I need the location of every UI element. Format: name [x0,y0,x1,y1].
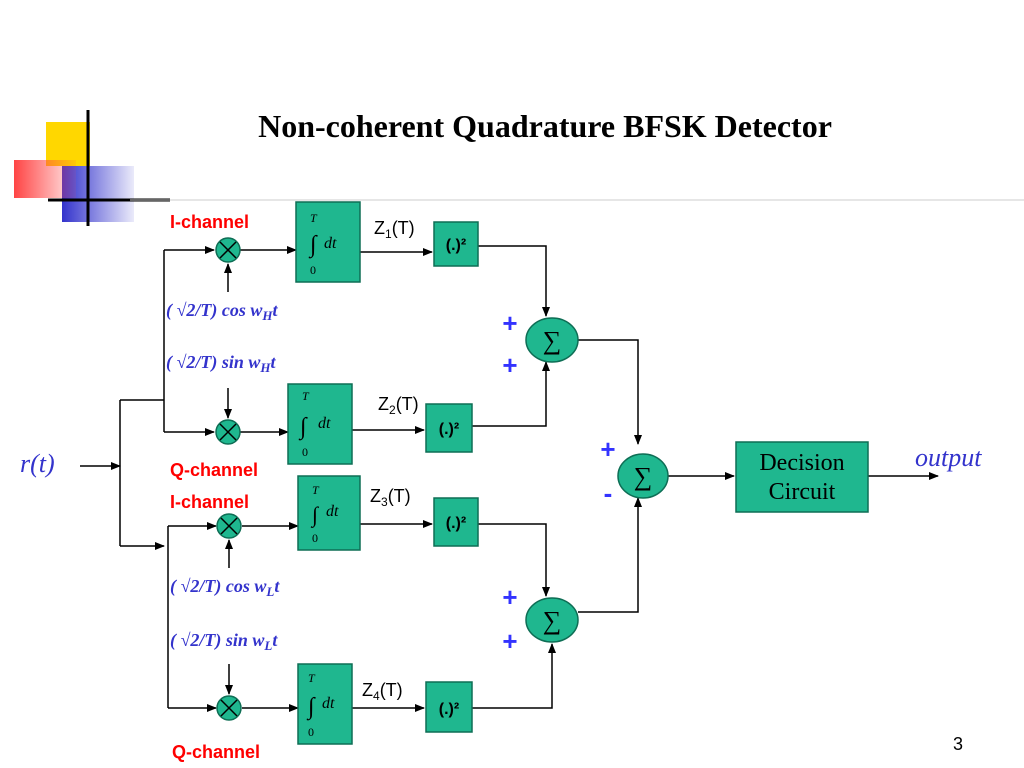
svg-text:0: 0 [310,263,316,277]
sign-summer-high-top: + [502,308,517,338]
z3-label: Z3(T) [370,486,411,509]
summer-high: ∑ [525,317,579,363]
corner-decoration [14,110,1024,226]
sigma-icon: ∑ [543,606,562,635]
carrier-cos-low: ( √2/T) cos wLt [170,576,280,599]
mixer-i-high [215,237,241,263]
input-signal-label: r(t) [20,449,55,478]
sign-summer-high-bottom: + [502,350,517,380]
page-title: Non-coherent Quadrature BFSK Detector [258,108,832,144]
decision-circuit: Decision Circuit [735,441,869,513]
svg-text:(.)²: (.)² [446,515,466,532]
squarer-3: (.)² [433,497,479,547]
z4-label: Z4(T) [362,680,403,703]
svg-text:Circuit: Circuit [769,479,836,505]
sigma-icon: ∑ [634,462,653,491]
integrator-4: T ∫ dt 0 [297,663,353,745]
carrier-sin-high: ( √2/T) sin wHt [166,352,277,375]
svg-text:T: T [308,671,316,685]
mixer-i-low [216,513,242,539]
svg-text:T: T [310,211,318,225]
integrator-1: T ∫ dt 0 [295,201,361,283]
integral-icon: ∫ [308,232,318,259]
sign-summer-low-bottom: + [502,626,517,656]
integral-icon: ∫ [298,414,308,441]
sign-summer-low-top: + [502,582,517,612]
squarer-1: (.)² [433,221,479,267]
svg-text:0: 0 [312,531,318,545]
squarer-4: (.)² [425,681,473,733]
svg-text:0: 0 [302,445,308,459]
svg-text:dt: dt [318,415,331,432]
svg-text:(.)²: (.)² [439,421,459,438]
z1-label: Z1(T) [374,218,415,241]
svg-text:Decision: Decision [759,450,844,476]
sign-summer-final-top: + [600,434,615,464]
summer-low: ∑ [525,597,579,643]
svg-text:T: T [312,483,320,497]
svg-text:dt: dt [322,695,335,712]
q-channel-label-high: Q-channel [170,460,258,480]
z2-label: Z2(T) [378,394,419,417]
i-channel-label-high: I-channel [170,212,249,232]
svg-text:dt: dt [326,503,339,520]
mixer-q-low [216,695,242,721]
svg-text:0: 0 [308,725,314,739]
svg-text:dt: dt [324,235,337,252]
integral-icon: ∫ [310,502,320,528]
sign-summer-final-bottom: - [604,478,613,508]
mixer-q-high [215,419,241,445]
svg-text:(.)²: (.)² [446,237,466,254]
integrator-2: T ∫ dt 0 [287,383,353,465]
squarer-2: (.)² [425,403,473,453]
integral-icon: ∫ [306,694,316,721]
carrier-sin-low: ( √2/T) sin wLt [170,630,278,653]
carrier-cos-high: ( √2/T) cos wHt [166,300,279,323]
summer-final: ∑ [617,453,669,499]
output-label: output [915,443,982,472]
sigma-icon: ∑ [543,326,562,355]
q-channel-label-low: Q-channel [172,742,260,762]
svg-text:(.)²: (.)² [439,701,459,718]
page-number: 3 [953,734,963,754]
integrator-3: T ∫ dt 0 [297,475,361,551]
i-channel-label-low: I-channel [170,492,249,512]
svg-text:T: T [302,389,310,403]
signal-wires [80,245,939,712]
